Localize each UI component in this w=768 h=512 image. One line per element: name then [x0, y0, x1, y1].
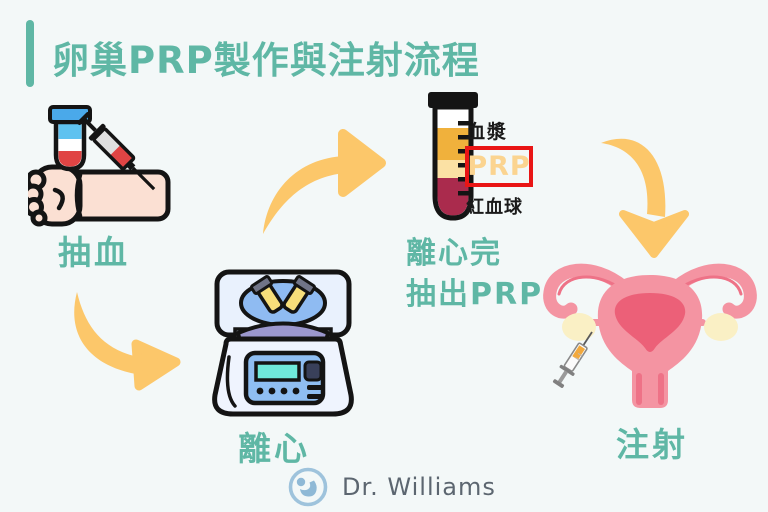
centrifuge-tube-right	[282, 275, 317, 314]
uterus-cavity	[614, 293, 686, 352]
step-label-extract-prp: 離心完 抽出PRP	[406, 233, 543, 315]
plasma-layer	[437, 128, 469, 160]
step-label-centrifuge: 離心	[238, 429, 310, 468]
blood-draw-arm-icon	[28, 105, 171, 227]
injection-syringe-icon	[552, 331, 593, 388]
arrow-curve-down-icon	[601, 138, 689, 258]
uterus-injection-icon	[543, 263, 757, 408]
rbc-layer	[437, 178, 469, 216]
separated-blood-tube-icon	[428, 92, 478, 221]
step-label-inject: 注射	[616, 425, 688, 464]
step-label-draw-blood: 抽血	[58, 233, 130, 272]
arm-shape	[28, 164, 171, 227]
centrifuge-display-screen	[254, 361, 301, 382]
extract-label-line2: 抽出PRP	[406, 277, 544, 312]
plasma-annotation: 血漿	[466, 121, 509, 143]
ovary-left	[562, 313, 596, 341]
page-title: 卵巢PRP製作與注射流程	[52, 39, 480, 82]
smiley-logo-icon	[288, 467, 328, 507]
arrow-down-right-icon	[74, 292, 181, 391]
centrifuge-icon	[212, 269, 354, 417]
centrifuge-tube-left	[249, 275, 284, 314]
title-accent-bar	[26, 20, 34, 87]
brand-name: Dr. Williams	[342, 473, 496, 501]
extract-label-line1: 離心完	[406, 236, 502, 271]
centrifuge-power-button	[303, 360, 323, 382]
prp-annotation: PRP	[467, 151, 531, 182]
prp-highlight-box: PRP	[465, 146, 533, 187]
brand-footer: Dr. Williams	[286, 465, 496, 509]
rbc-annotation: 紅血球	[466, 197, 523, 218]
syringe-icon	[77, 112, 156, 191]
blood-sample-tube	[48, 105, 92, 172]
arrow-up-right-icon	[263, 129, 386, 234]
ovary-right	[704, 313, 738, 341]
